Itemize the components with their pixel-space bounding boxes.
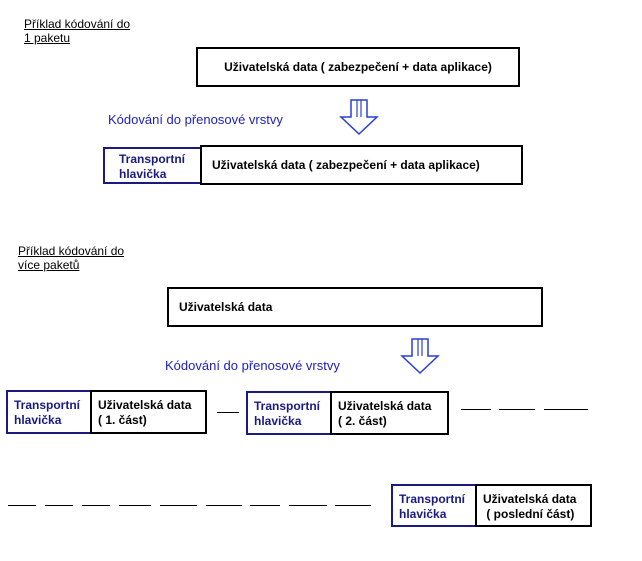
continuation-dash [335, 505, 371, 506]
example1-header-line2: hlavička [119, 167, 167, 181]
packet1-data-line1: Uživatelská data [98, 398, 192, 412]
example2-caption-line1: Příklad kódování do [18, 244, 125, 258]
continuation-dash [82, 505, 110, 506]
down-arrow-icon [400, 338, 440, 375]
example1-header-line1: Transportní [119, 152, 186, 166]
packet2-transport-header: Transportní hlavička [246, 391, 332, 435]
example1-encoding-label: Kódování do přenosové vrstvy [108, 112, 283, 127]
example2-caption: Příklad kódování do více paketů [18, 244, 124, 272]
example1-packet-data-label: Uživatelská data ( zabezpečení + data ap… [212, 157, 480, 172]
continuation-dash [461, 409, 491, 410]
example1-caption-line1: Příklad kódování do [24, 17, 131, 31]
packet2-header-line2: hlavička [254, 414, 302, 428]
continuation-dash [217, 412, 239, 413]
example1-packet-data-box: Uživatelská data ( zabezpečení + data ap… [200, 145, 523, 185]
packet1-data-line2: ( 1. část) [98, 413, 147, 427]
packet-last-header-line2: hlavička [399, 507, 447, 521]
example1-user-data-box: Uživatelská data ( zabezpečení + data ap… [196, 47, 520, 87]
down-arrow-icon [339, 99, 379, 136]
packet-last-data-line2: ( poslední část) [483, 507, 575, 521]
packet2-data-line2: ( 2. část) [338, 414, 387, 428]
packet1-transport-header: Transportní hlavička [6, 390, 92, 434]
packet2-data-line1: Uživatelská data [338, 399, 432, 413]
continuation-dash [206, 505, 242, 506]
example1-caption: Příklad kódování do 1 paketu [24, 17, 130, 45]
continuation-dash [499, 409, 535, 410]
example1-caption-line2: 1 paketu [24, 31, 71, 45]
example2-user-data-label: Uživatelská data [179, 299, 273, 314]
packet2-data-box: Uživatelská data ( 2. část) [330, 391, 449, 435]
example2-caption-line2: více paketů [18, 258, 80, 272]
example2-encoding-label: Kódování do přenosové vrstvy [165, 358, 340, 373]
example1-user-data-label: Uživatelská data ( zabezpečení + data ap… [224, 59, 492, 74]
example2-user-data-box: Uživatelská data [167, 287, 543, 327]
continuation-dash [289, 505, 327, 506]
packet-last-data-box: Uživatelská data ( poslední část) [475, 484, 592, 527]
continuation-dash [160, 505, 197, 506]
packet1-header-line2: hlavička [14, 413, 62, 427]
continuation-dash [544, 409, 588, 410]
continuation-dash [8, 505, 36, 506]
continuation-dash [250, 505, 280, 506]
continuation-dash [119, 505, 151, 506]
packet1-header-line1: Transportní [14, 398, 81, 412]
continuation-dash [45, 505, 73, 506]
packet-last-data-line1: Uživatelská data [483, 492, 577, 506]
packet1-data-box: Uživatelská data ( 1. část) [90, 390, 207, 434]
packet-last-header-line1: Transportní [399, 492, 466, 506]
packet2-header-line1: Transportní [254, 399, 321, 413]
example1-transport-header: Transportní hlavička [103, 147, 202, 184]
packet-last-transport-header: Transportní hlavička [391, 484, 477, 527]
